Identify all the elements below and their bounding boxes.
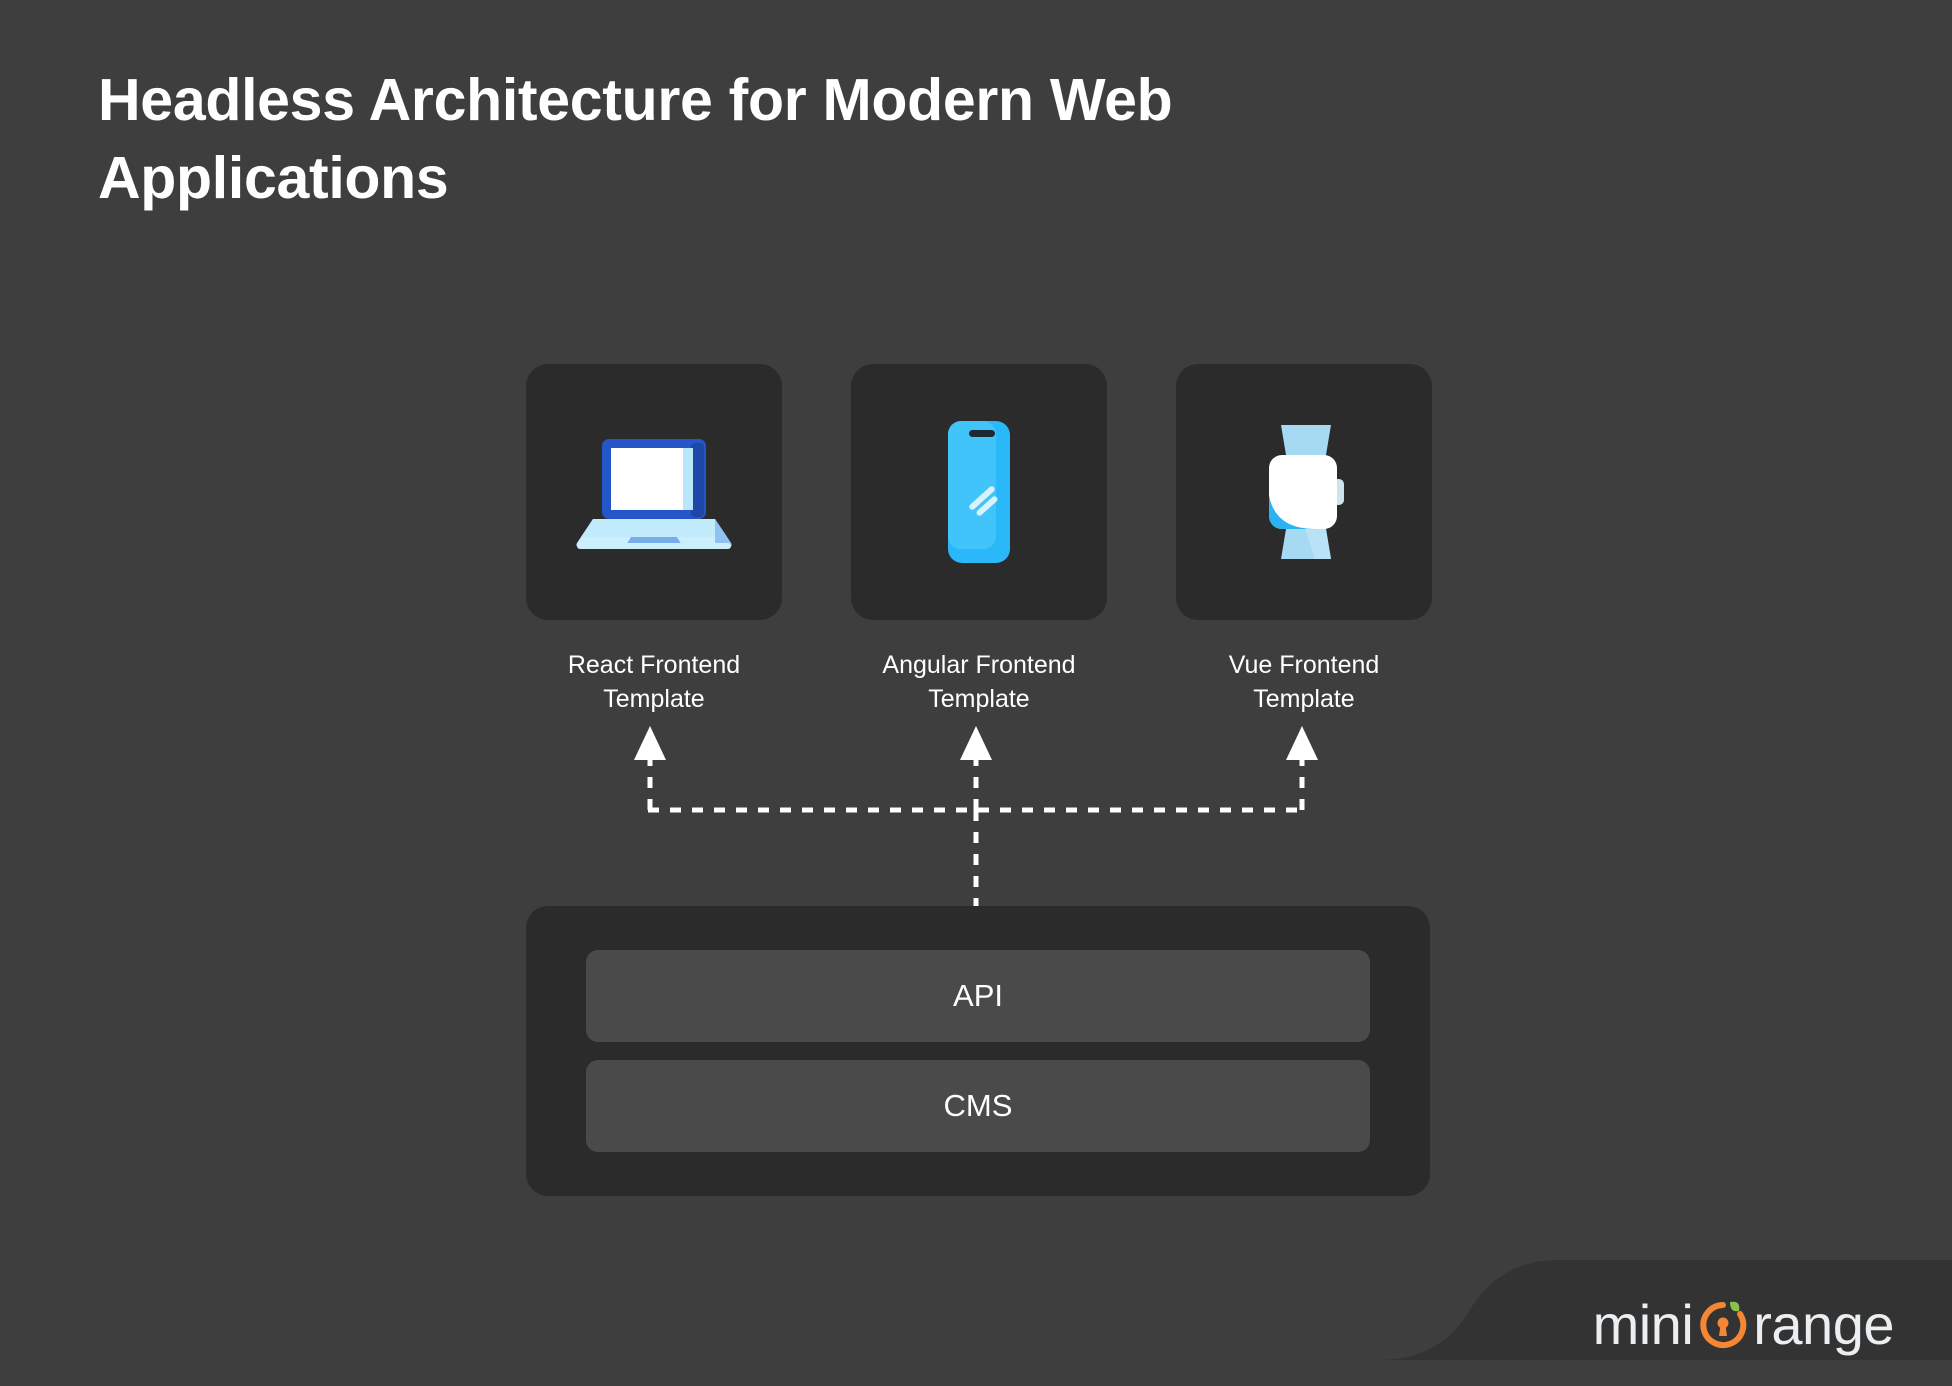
- arrowhead-angular-icon: [960, 726, 992, 760]
- laptop-icon: [576, 439, 732, 549]
- phone-tile[interactable]: [851, 364, 1107, 620]
- orange-lock-icon: [1700, 1301, 1747, 1348]
- frontend-card-label: React Frontend Template: [567, 651, 741, 713]
- arrowhead-react-icon: [634, 726, 666, 760]
- smartwatch-icon: [1269, 425, 1344, 559]
- arrowhead-vue-icon: [1286, 726, 1318, 760]
- frontend-card-angular[interactable]: Angular Frontend Template: [851, 364, 1107, 716]
- frontend-card-vue[interactable]: Vue Frontend Template: [1176, 364, 1432, 716]
- frontend-card-label: Angular Frontend Template: [882, 651, 1076, 713]
- laptop-tile[interactable]: [526, 364, 782, 620]
- brand-suffix: range: [1753, 1293, 1894, 1356]
- watch-tile[interactable]: [1176, 364, 1432, 620]
- brand-logo: mini range: [1592, 1293, 1895, 1356]
- brand-prefix: mini: [1592, 1293, 1694, 1356]
- cms-layer-box[interactable]: CMS: [586, 1060, 1370, 1152]
- backend-panel: API CMS: [526, 906, 1430, 1196]
- smartphone-icon: [948, 421, 1010, 563]
- frontend-cards-row: React Frontend Template Angular Frontend…: [526, 364, 1432, 716]
- frontend-card-label: Vue Frontend Template: [1228, 651, 1380, 713]
- cms-layer-label: CMS: [943, 1088, 1013, 1123]
- page-title: Headless Architecture for Modern Web App…: [98, 67, 1173, 211]
- api-layer-box[interactable]: API: [586, 950, 1370, 1042]
- frontend-card-react[interactable]: React Frontend Template: [526, 364, 782, 716]
- api-layer-label: API: [953, 978, 1003, 1013]
